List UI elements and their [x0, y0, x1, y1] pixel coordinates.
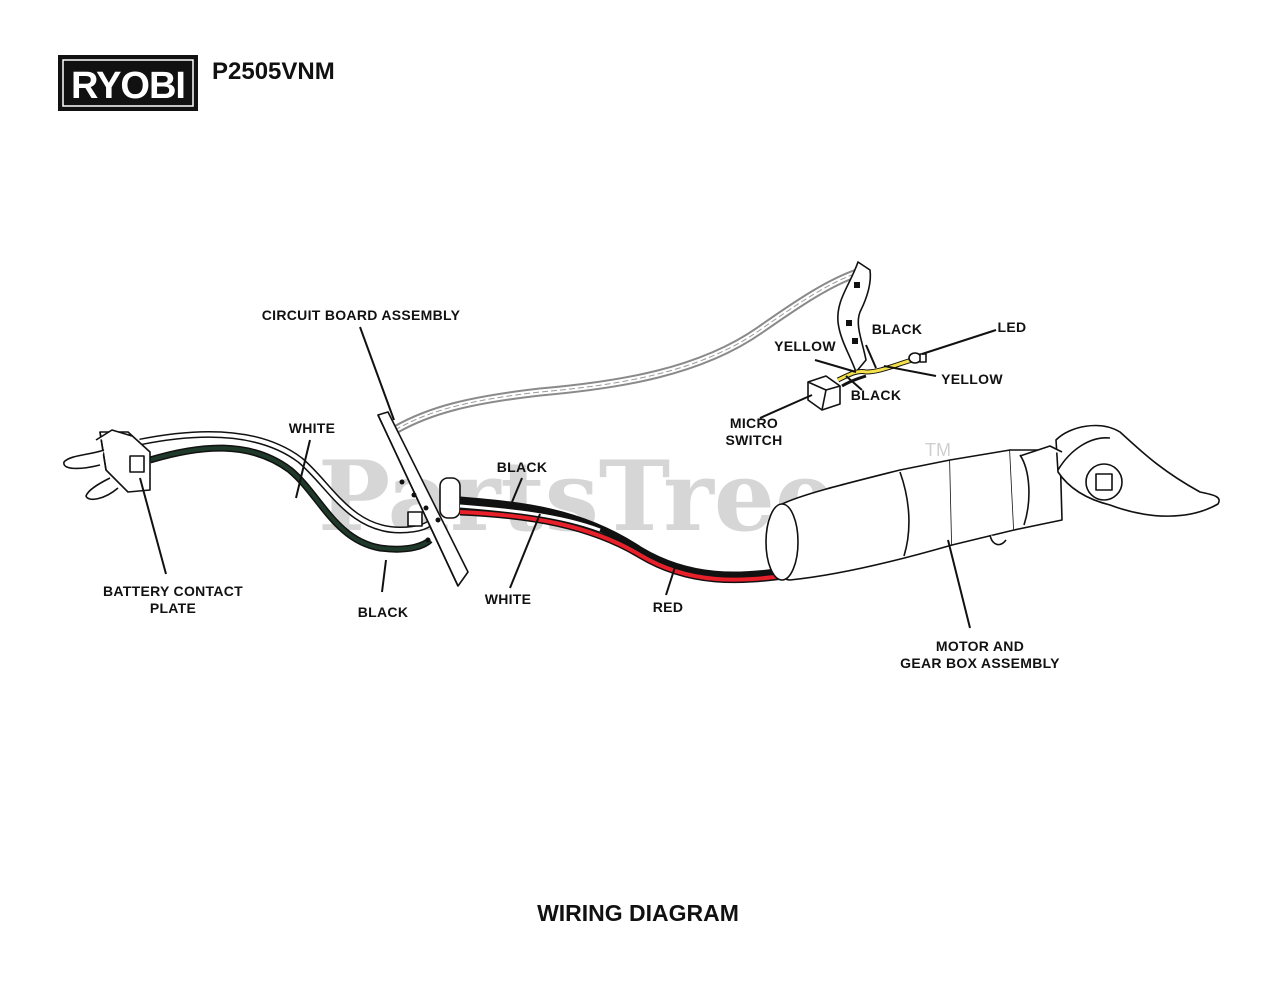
label-yellow-left: YELLOW	[774, 338, 836, 354]
gray-wire-bundle	[390, 267, 865, 435]
motor-wires	[459, 496, 791, 584]
circuit-board	[377, 411, 469, 587]
battery-wires	[139, 431, 436, 553]
watermark-tm: TM	[925, 440, 951, 460]
label-battery-1: BATTERY CONTACT	[103, 583, 243, 599]
label-black-top: BLACK	[497, 459, 548, 475]
label-switch: SWITCH	[725, 432, 782, 448]
diagram-title: WIRING DIAGRAM	[537, 900, 739, 926]
label-yellow-right: YELLOW	[941, 371, 1003, 387]
label-red: RED	[653, 599, 683, 615]
label-led: LED	[998, 319, 1027, 335]
label-micro: MICRO	[730, 415, 778, 431]
leader-lines	[139, 326, 997, 629]
battery-contact-plate	[63, 429, 151, 501]
label-circuit-board: CIRCUIT BOARD ASSEMBLY	[262, 307, 461, 323]
micro-switch	[807, 375, 841, 411]
model-number: P2505VNM	[212, 58, 335, 85]
label-black-bottom: BLACK	[358, 604, 409, 620]
watermark-text: PartsTree	[318, 440, 836, 553]
labels: CIRCUIT BOARD ASSEMBLY WHITE BLACK BLACK…	[103, 307, 1060, 671]
ryobi-logo: RYOBI	[58, 55, 198, 111]
motor-gearbox	[765, 424, 1220, 581]
led-bracket	[837, 261, 872, 373]
led-wires	[836, 357, 913, 388]
label-battery-2: PLATE	[150, 600, 196, 616]
label-motor-2: GEAR BOX ASSEMBLY	[900, 655, 1060, 671]
logo-text: RYOBI	[71, 65, 185, 107]
label-black-switch: BLACK	[851, 387, 902, 403]
label-motor-1: MOTOR AND	[936, 638, 1024, 654]
label-white-left: WHITE	[289, 420, 336, 436]
label-white-bottom: WHITE	[485, 591, 532, 607]
label-black-led: BLACK	[872, 321, 923, 337]
